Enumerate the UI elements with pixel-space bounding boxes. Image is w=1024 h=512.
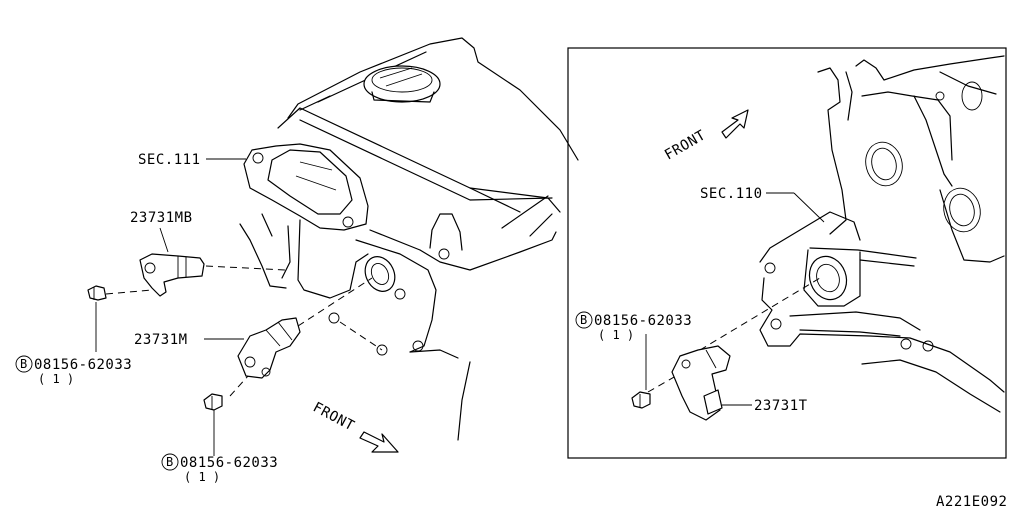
inset-sensor-bore [808, 255, 848, 301]
bolt-lower-part [203, 393, 223, 411]
bolt-2-number: 08156-62033 [180, 455, 278, 471]
bolt-upper-part [87, 285, 107, 301]
bolt-2-callout: B 08156-62033 ( 1 ) [161, 453, 278, 484]
bolt-1-symbol: B [20, 357, 27, 371]
inset-assembly-leaders [647, 277, 821, 393]
bolt-1-number: 08156-62033 [34, 357, 132, 373]
bolt-inset-part [631, 391, 651, 409]
bolt-1-qty: ( 1 ) [38, 372, 74, 386]
inset-frame [567, 47, 1007, 459]
main-assembly-leaders [105, 265, 383, 397]
bolt-2-symbol: B [166, 455, 173, 469]
bolt-inset-qty: ( 1 ) [598, 328, 634, 342]
bolt-inset-callout: B 08156-62033 ( 1 ) [575, 311, 692, 342]
main-callout-lines [95, 158, 246, 456]
part-23731m-label: 23731M [134, 332, 188, 348]
bolt-inset-number: 08156-62033 [594, 313, 692, 329]
sensor-23731mb-part [139, 253, 205, 297]
sec-110-label: SEC.110 [700, 186, 763, 202]
inset-bore-upper [865, 141, 903, 187]
front-arrow-main: FRONT [310, 399, 399, 453]
bolt-inset-symbol: B [580, 313, 587, 327]
sensor-mount-boss [364, 256, 406, 300]
sensor-23731t-part [671, 345, 731, 421]
main-engine-drawing [239, 37, 579, 441]
part-23731mb-label: 23731MB [130, 210, 193, 226]
sensor-23731m-part [237, 317, 301, 379]
part-23731t-label: 23731T [754, 398, 808, 414]
figure-code: A221E092 [936, 494, 1007, 510]
inset-engine-drawing [759, 55, 1005, 413]
bolt-1-callout: B 08156-62033 ( 1 ) [15, 355, 132, 386]
bolt-2-qty: ( 1 ) [184, 470, 220, 484]
front-label-main: FRONT [310, 399, 357, 434]
front-label-inset: FRONT [662, 127, 709, 163]
front-arrow-inset: FRONT [662, 109, 749, 163]
inset-bore-right [943, 187, 981, 233]
sec-111-label: SEC.111 [138, 152, 201, 168]
inset-callout-lines [645, 192, 825, 406]
oil-filler-cap [363, 65, 441, 103]
